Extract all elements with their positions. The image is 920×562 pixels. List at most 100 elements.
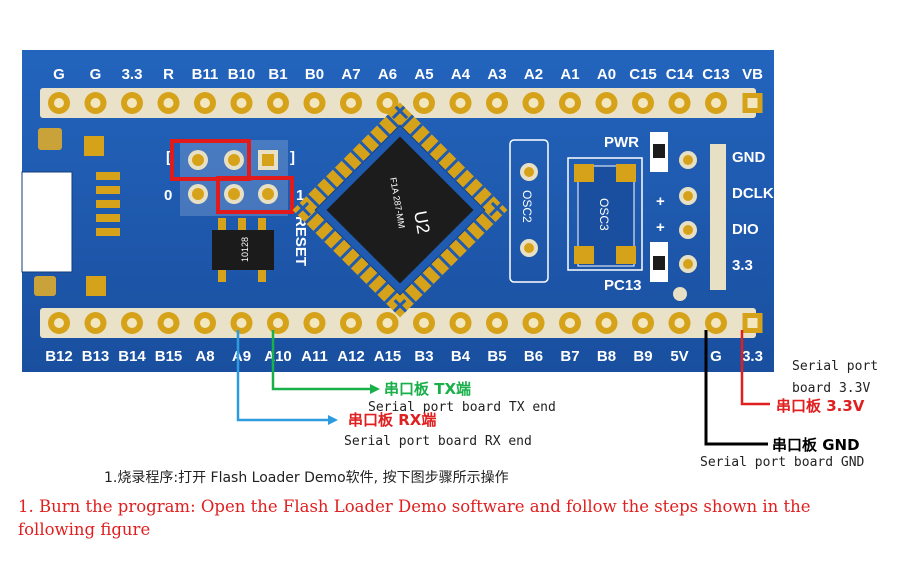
mcu-name: U2	[410, 209, 434, 235]
rx-label-zh: 串口板 RX端	[348, 411, 436, 429]
bottom-pin-label: B6	[524, 348, 543, 365]
jumper-bracket-right: ]	[290, 149, 295, 166]
bottom-pin-label: A15	[374, 348, 402, 365]
top-pad-hole	[711, 98, 721, 108]
bottom-pad-hole	[90, 318, 101, 328]
osc3-crystal: OSC3	[567, 157, 643, 271]
bottom-pad-hole	[309, 318, 320, 328]
bottom-pin-label: A10	[264, 348, 292, 365]
mcu-leg	[332, 167, 347, 182]
mcu-leg	[427, 141, 441, 155]
bottom-pad-hole	[54, 318, 64, 328]
mcu-leg	[341, 158, 356, 173]
bottom-pad-hole	[419, 318, 429, 328]
mcu-leg	[402, 290, 416, 304]
top-pad-hole	[346, 98, 356, 108]
jumper-label-0: 0	[164, 187, 172, 204]
mcu-leg	[366, 272, 380, 287]
mcu-leg	[313, 219, 327, 233]
bottom-pad-hole	[273, 318, 283, 328]
mcu-leg	[411, 281, 425, 295]
mcu-leg	[482, 210, 496, 225]
tx-label-en: Serial port board TX end	[368, 400, 556, 415]
top-pin-label: A1	[560, 66, 579, 83]
v33-label-en-2: board 3.3V	[792, 381, 870, 396]
left-capacitor	[38, 128, 62, 150]
bottom-pad-hole	[565, 318, 575, 328]
mcu-leg	[409, 123, 423, 137]
bottom-pad-hole	[638, 318, 648, 328]
top-pin-label: G	[90, 66, 102, 83]
swd-pin-label: DCLK	[732, 185, 774, 202]
mcu-leg	[339, 246, 354, 260]
tx-wire	[271, 330, 370, 391]
mcu-leg	[377, 123, 391, 137]
boot0-jumper-highlight	[170, 139, 251, 181]
board-notch	[22, 172, 72, 272]
mcu-leg	[473, 219, 487, 233]
reset-label: RESET	[292, 216, 309, 266]
left-pad-square	[84, 136, 104, 156]
regulator-chip: 10128	[212, 218, 274, 282]
instruction-en-line2: following figure	[18, 520, 150, 539]
top-pad-hole	[492, 98, 502, 108]
jumper-pads	[188, 150, 278, 204]
top-pin-label: C15	[629, 66, 657, 83]
mcu-leg	[462, 176, 477, 190]
mcu-leg	[375, 281, 389, 295]
bottom-pin-label: B15	[155, 348, 183, 365]
mcu-leg	[400, 114, 415, 128]
top-pin-label: A3	[487, 66, 506, 83]
mcu-leg	[393, 299, 408, 313]
bottom-pin-label: A11	[301, 348, 328, 365]
mcu-leg	[359, 141, 373, 155]
mcu-leg	[436, 149, 450, 164]
top-pin-label: A6	[378, 66, 397, 83]
top-pad-hole	[90, 98, 101, 108]
mcu-leg	[420, 272, 434, 287]
mcu-leg	[480, 194, 494, 208]
bottom-pad-hole	[346, 318, 356, 328]
mcu-leg	[453, 167, 468, 182]
top-pad-hole	[528, 98, 539, 108]
bottom-pad-hole	[236, 318, 247, 328]
instruction-zh: 1.烧录程序:打开 Flash Loader Demo软件, 按下图步骤所示操作	[104, 469, 509, 486]
top-pad-hole	[200, 98, 210, 108]
swd-header	[710, 144, 726, 290]
mcu-leg	[385, 114, 400, 128]
top-pad-hole	[638, 98, 648, 108]
top-pad-hole	[747, 98, 758, 108]
top-pin-label: A4	[451, 66, 471, 83]
top-pin-label: VB	[742, 66, 763, 83]
mcu-leg	[444, 158, 459, 173]
instruction-en-line1: 1. Burn the program: Open the Flash Load…	[18, 497, 811, 516]
mcu-leg	[489, 202, 503, 217]
bottom-pin-label: 3.3	[742, 348, 763, 365]
left-capacitor-2	[34, 276, 56, 296]
top-pad-hole	[382, 98, 393, 108]
mcu-leg	[418, 132, 432, 146]
bottom-pad-hole	[200, 318, 210, 328]
mcu-leg	[357, 263, 372, 278]
mcu-leg	[297, 202, 311, 217]
jumper-bracket-left: [	[166, 149, 171, 166]
tx-label-zh: 串口板 TX端	[384, 380, 471, 398]
bottom-pin-label: B13	[82, 348, 110, 365]
top-pin-label: B10	[228, 66, 256, 83]
top-pin-label: G	[53, 66, 65, 83]
pwr-label: PWR	[604, 134, 639, 151]
gnd-label-zh: 串口板 GND	[772, 436, 860, 454]
mcu-u2	[292, 102, 508, 318]
bottom-pin-label: B5	[487, 348, 506, 365]
mcu-leg	[446, 246, 461, 260]
mcu-leg	[306, 194, 320, 208]
rx-wire-arrow	[328, 415, 338, 425]
bottom-pin-label: B7	[560, 348, 579, 365]
bottom-pin-row	[48, 312, 763, 334]
top-pin-row	[48, 92, 763, 114]
bottom-pad-hole	[163, 318, 174, 328]
mcu-leg	[384, 290, 398, 304]
